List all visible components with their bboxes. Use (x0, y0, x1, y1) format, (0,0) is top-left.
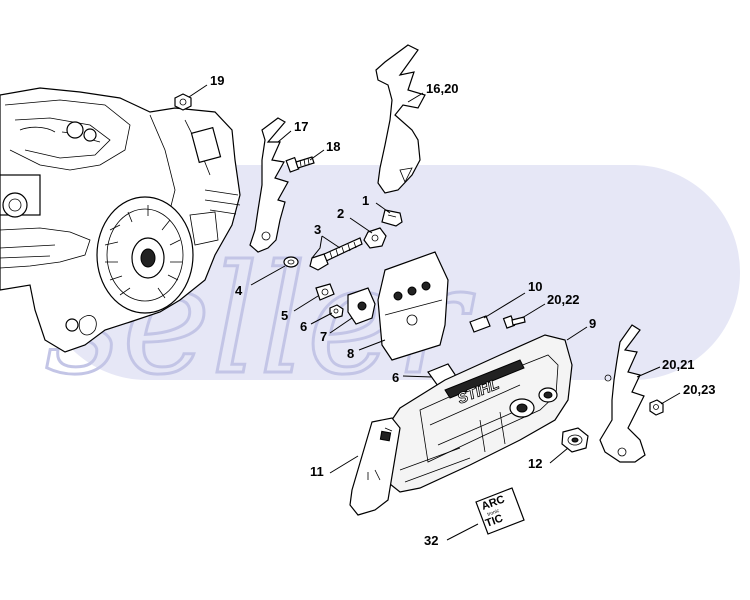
engine-housing (0, 87, 241, 353)
part-16-spike (375, 44, 426, 194)
part-17-spike (249, 117, 289, 253)
sticker-line2: TIC (484, 512, 505, 529)
leader-12 (549, 447, 569, 464)
callout-6a: 6 (300, 319, 307, 334)
leader-2023 (660, 392, 681, 405)
part-18-screw (285, 156, 315, 173)
leader-11 (329, 455, 359, 474)
callout-3: 3 (314, 222, 321, 237)
part-2022-screw (502, 315, 526, 329)
callout-12: 12 (528, 456, 542, 471)
leader-2022 (521, 303, 546, 319)
callout-32: 32 (424, 533, 438, 548)
part-7-slide (347, 287, 376, 325)
part-4-washer (283, 256, 299, 268)
leader-17 (277, 130, 292, 143)
part-12-nut (561, 427, 589, 453)
part-10-clip (469, 315, 491, 333)
part-3-screw (309, 237, 363, 271)
part-9-cover: STIHL (379, 334, 573, 493)
leader-6b (402, 375, 433, 378)
callout-7: 7 (320, 329, 327, 344)
callout-19: 19 (210, 73, 224, 88)
callout-labels: 19 16,20 17 18 1 2 3 4 5 6 7 8 6 10 20,2… (210, 73, 716, 548)
leader-1 (375, 202, 391, 214)
callout-18: 18 (326, 139, 340, 154)
leader-18 (309, 149, 325, 161)
leader-7 (329, 317, 353, 334)
leader-10 (483, 292, 526, 319)
leader-4 (250, 265, 286, 286)
part-32-sticker: ARC tronic TIC (475, 487, 525, 535)
callout-8: 8 (347, 346, 354, 361)
leader-9 (566, 326, 588, 341)
leader-6a (310, 312, 333, 325)
leader-3b (321, 235, 341, 249)
callout-17: 17 (294, 119, 308, 134)
leader-19 (188, 84, 208, 98)
callout-5: 5 (281, 308, 288, 323)
callout-4: 4 (235, 283, 243, 298)
part-19-nut (174, 93, 192, 111)
leader-lines (188, 84, 681, 541)
part-2021-spike (599, 324, 646, 463)
part-2-nut (363, 227, 387, 249)
sticker-small: tronic (487, 508, 501, 518)
callout-6b: 6 (392, 370, 399, 385)
callout-11: 11 (310, 464, 324, 479)
callout-10: 10 (528, 279, 542, 294)
leader-32 (446, 523, 479, 541)
leader-8 (358, 339, 386, 351)
callout-20-21: 20,21 (662, 357, 695, 372)
callout-2: 2 (337, 206, 344, 221)
leader-5 (293, 295, 319, 312)
callout-1: 1 (362, 193, 369, 208)
leader-2021 (636, 366, 661, 378)
callout-20-23: 20,23 (683, 382, 716, 397)
part-5-plate (315, 283, 335, 301)
leader-3 (311, 235, 323, 259)
leader-16 (407, 92, 424, 103)
part-1-bracket (381, 209, 403, 227)
part-2023-nut (649, 399, 664, 416)
callout-20-22: 20,22 (547, 292, 580, 307)
callout-16-20: 16,20 (426, 81, 459, 96)
callout-9: 9 (589, 316, 596, 331)
part-11-bumper (349, 417, 401, 516)
part-8-plate (377, 251, 449, 361)
leader-2 (349, 217, 373, 234)
